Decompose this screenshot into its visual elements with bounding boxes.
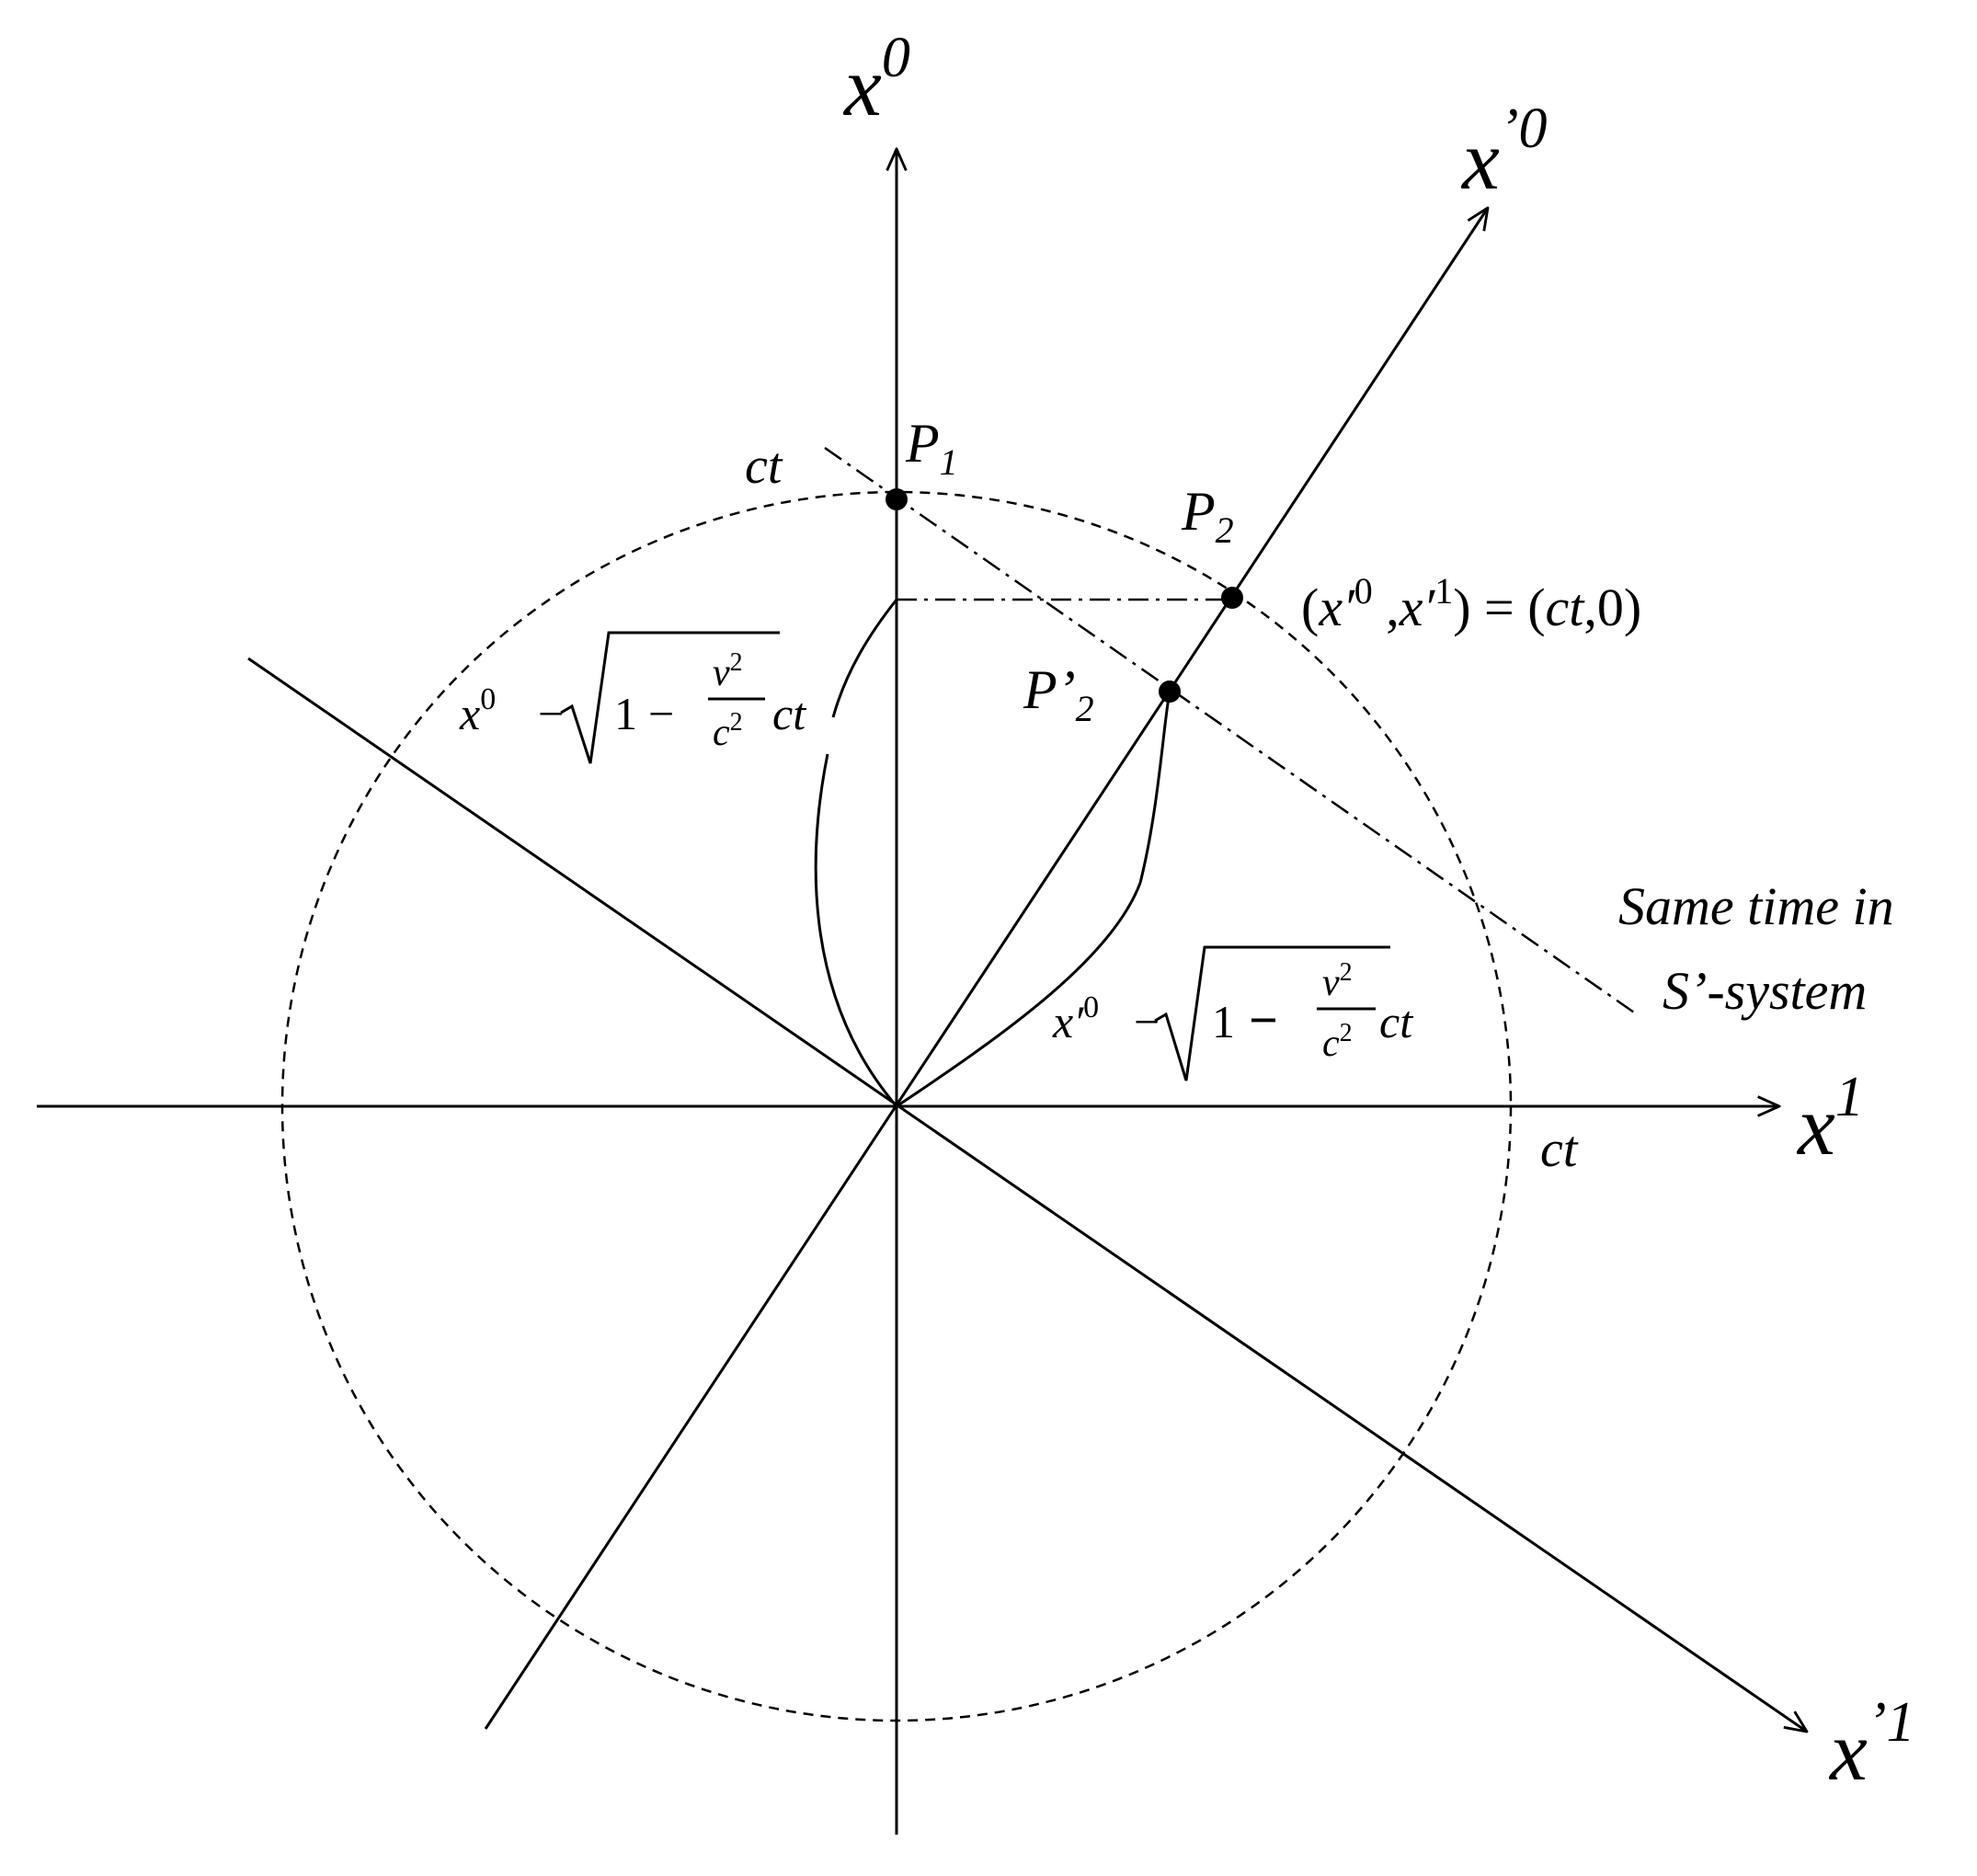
svg-text:−: − <box>1134 996 1160 1047</box>
same-time-label-line1: Same time in <box>1618 876 1894 936</box>
svg-text:ct: ct <box>1379 996 1413 1047</box>
svg-text:v2: v2 <box>713 648 743 694</box>
ct-top-label: ct <box>745 438 783 495</box>
ct-right-label: ct <box>1540 1121 1579 1178</box>
xp0-axis-label: x’0 <box>1460 97 1548 207</box>
x1-axis-label: x1 <box>1796 1066 1864 1172</box>
svg-text:−: − <box>1249 992 1278 1049</box>
x0-axis-label: x0 <box>842 27 910 133</box>
xp1-axis-label: x’1 <box>1828 1691 1915 1798</box>
coordinate-label: (x′0 ,x′1) = (ct,0) <box>1301 570 1641 637</box>
p-prime-2-label: P’2 <box>1023 659 1094 729</box>
svg-text:ct: ct <box>772 688 806 739</box>
svg-text:−: − <box>538 688 564 739</box>
formula-right: x′0 − 1 − v2 c2 ct <box>1052 945 1413 1081</box>
svg-text:c2: c2 <box>713 708 743 754</box>
svg-text:x′0: x′0 <box>1052 990 1099 1047</box>
point-p1 <box>886 488 908 510</box>
svg-text:v2: v2 <box>1322 958 1353 1004</box>
svg-text:−: − <box>648 688 674 739</box>
point-p2 <box>1221 587 1243 609</box>
xp0-axis <box>484 208 1488 1730</box>
svg-text:c2: c2 <box>1322 1019 1353 1065</box>
same-time-line <box>824 446 1638 1016</box>
p2-label: P2 <box>1181 481 1234 551</box>
right-hyperbola-curve <box>896 691 1171 1108</box>
svg-text:x0: x0 <box>459 682 496 739</box>
p1-label: P1 <box>905 413 958 483</box>
same-time-label-line2: S’-system <box>1663 961 1867 1021</box>
formula-left: x0 − 1 − v2 c2 ct <box>459 631 806 764</box>
left-hyperbola-curve <box>814 599 898 1107</box>
svg-text:1: 1 <box>614 688 637 739</box>
xp1-axis <box>247 657 1807 1732</box>
point-p-prime-2 <box>1159 681 1181 703</box>
svg-text:1: 1 <box>1212 996 1235 1047</box>
